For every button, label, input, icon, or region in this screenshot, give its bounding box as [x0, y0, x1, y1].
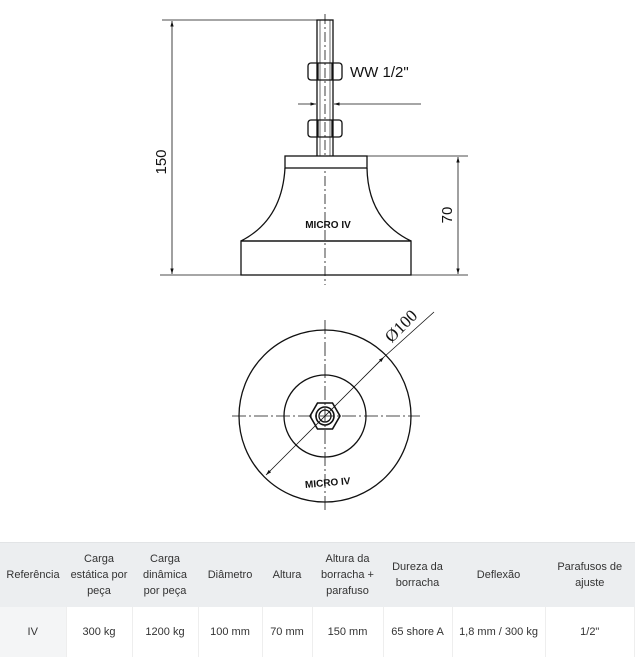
header-dureza: Dureza da borracha	[383, 542, 452, 607]
top-plate	[284, 155, 368, 169]
lower-nut	[307, 119, 343, 138]
header-altura-borracha: Altura da borracha + parafuso	[312, 542, 383, 607]
cell-referencia: IV	[0, 607, 67, 657]
bottom-view: Ø100 MICRO IV	[232, 306, 435, 510]
header-parafusos: Parafusos de ajuste	[545, 542, 635, 607]
specs-table: Referência Carga estática por peça Carga…	[0, 542, 635, 657]
header-deflexao: Deflexão	[452, 542, 545, 607]
table-header-row: Referência Carga estática por peça Carga…	[0, 542, 635, 607]
dimension-150: 150	[153, 19, 320, 276]
cell-deflexao: 1,8 mm / 300 kg	[452, 607, 546, 657]
technical-drawing: MICRO IV 150 70 WW 1/2" Ø100 MICRO IV	[153, 14, 468, 510]
header-carga-dinamica: Carga dinâmica por peça	[132, 542, 198, 607]
side-view: MICRO IV	[240, 14, 412, 285]
header-referencia: Referência	[0, 542, 66, 607]
bottom-brand-label: MICRO IV	[305, 476, 352, 491]
outer-circle	[238, 329, 412, 503]
thread-dimension: WW 1/2"	[298, 64, 421, 106]
base	[240, 240, 412, 276]
svg-text:150: 150	[153, 149, 170, 174]
header-carga-estatica: Carga estática por peça	[66, 542, 132, 607]
header-diametro: Diâmetro	[198, 542, 262, 607]
table-row: IV 300 kg 1200 kg 100 mm 70 mm 150 mm 65…	[0, 607, 635, 657]
svg-text:Ø100: Ø100	[381, 306, 421, 346]
cell-carga-estatica: 300 kg	[66, 607, 133, 657]
dimension-70: 70	[367, 155, 468, 276]
side-brand-label: MICRO IV	[305, 220, 351, 231]
upper-nut	[307, 62, 343, 81]
svg-text:WW 1/2": WW 1/2"	[350, 64, 409, 81]
cell-altura-borracha: 150 mm	[312, 607, 384, 657]
cell-diametro: 100 mm	[198, 607, 263, 657]
header-altura: Altura	[262, 542, 312, 607]
cell-dureza: 65 shore A	[383, 607, 453, 657]
svg-text:70: 70	[439, 207, 456, 224]
cell-altura: 70 mm	[262, 607, 313, 657]
cell-parafusos: 1/2"	[545, 607, 635, 657]
cell-carga-dinamica: 1200 kg	[132, 607, 199, 657]
